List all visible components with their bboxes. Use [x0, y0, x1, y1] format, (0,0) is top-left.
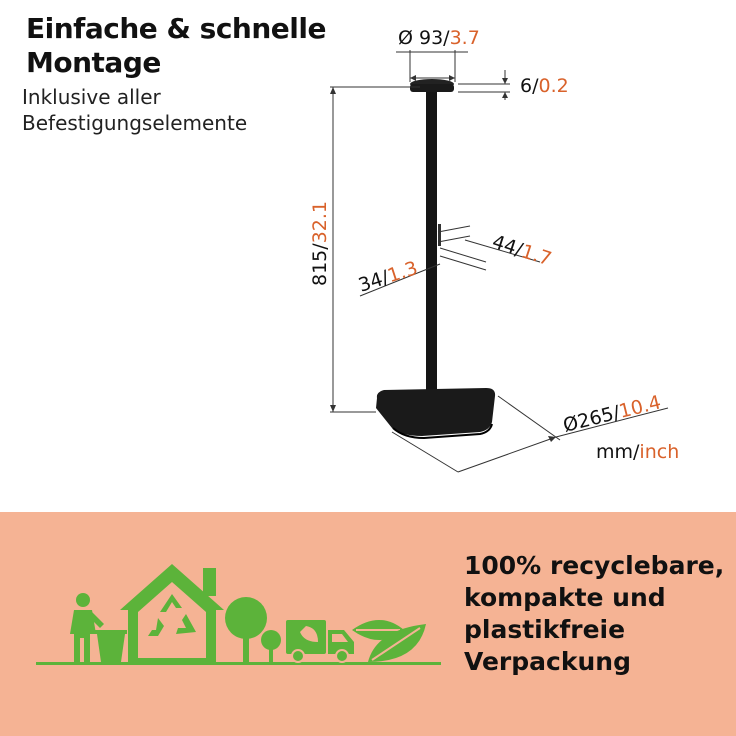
- page-subtitle: Inklusive aller Befestigungselemente: [22, 84, 247, 136]
- packaging-line-3: plastikfreie: [464, 615, 626, 644]
- ground-line: [36, 662, 441, 665]
- subtitle-line-2: Befestigungselemente: [22, 111, 248, 135]
- top-diameter-mm: Ø 93/: [398, 27, 450, 49]
- base-diameter-inch: 10.4: [617, 391, 663, 423]
- speaker-stand-diagram: Ø 93/3.7 6/0.2 815/32.1 44/1.7 34/1.3 Ø2…: [309, 27, 679, 473]
- packaging-line-1: 100% recyclebare,: [464, 551, 725, 580]
- dimension-lines: [330, 50, 669, 473]
- mount-width-label: 34/1.3: [356, 257, 421, 297]
- tree-icon: [225, 597, 281, 662]
- height-label: 815/32.1: [309, 201, 331, 286]
- units-inch: inch: [639, 441, 679, 463]
- units-label: mm/inch: [596, 441, 679, 463]
- subtitle-line-1: Inklusive aller: [22, 85, 161, 109]
- person-recycling-icon: [70, 593, 127, 662]
- height-inch: 32.1: [309, 201, 331, 243]
- top-thickness-label: 6/0.2: [520, 75, 569, 97]
- base-diameter-label: Ø265/10.4: [561, 391, 663, 437]
- title-line-1: Einfache & schnelle: [26, 12, 326, 45]
- mount-depth-label: 44/1.7: [489, 231, 554, 271]
- units-mm: mm/: [596, 441, 640, 463]
- mount-depth-inch: 1.7: [519, 240, 555, 270]
- packaging-line-2: kompakte und: [464, 583, 666, 612]
- top-diameter-label: Ø 93/3.7: [398, 27, 480, 49]
- delivery-truck-icon: [286, 620, 354, 663]
- title-line-2: Montage: [26, 46, 161, 79]
- top-thickness-mm: 6/: [520, 75, 539, 97]
- house-recycle-icon: [120, 564, 224, 662]
- top-diameter-inch: 3.7: [450, 27, 480, 49]
- height-mm: 815/: [309, 243, 331, 286]
- top-thickness-inch: 0.2: [539, 75, 569, 97]
- packaging-text: 100% recyclebare, kompakte und plastikfr…: [464, 550, 724, 678]
- leaves-icon: [352, 620, 426, 662]
- eco-illustration: [36, 564, 441, 665]
- base-diameter-mm: Ø265/: [561, 401, 623, 436]
- speaker-stand-drawing: [376, 79, 496, 440]
- page-title: Einfache & schnelle Montage: [26, 12, 326, 80]
- mount-width-inch: 1.3: [385, 257, 421, 287]
- dimension-arrows: [330, 75, 556, 442]
- packaging-line-4: Verpackung: [464, 647, 631, 676]
- product-dimensions-panel: Einfache & schnelle Montage Inklusive al…: [22, 12, 327, 136]
